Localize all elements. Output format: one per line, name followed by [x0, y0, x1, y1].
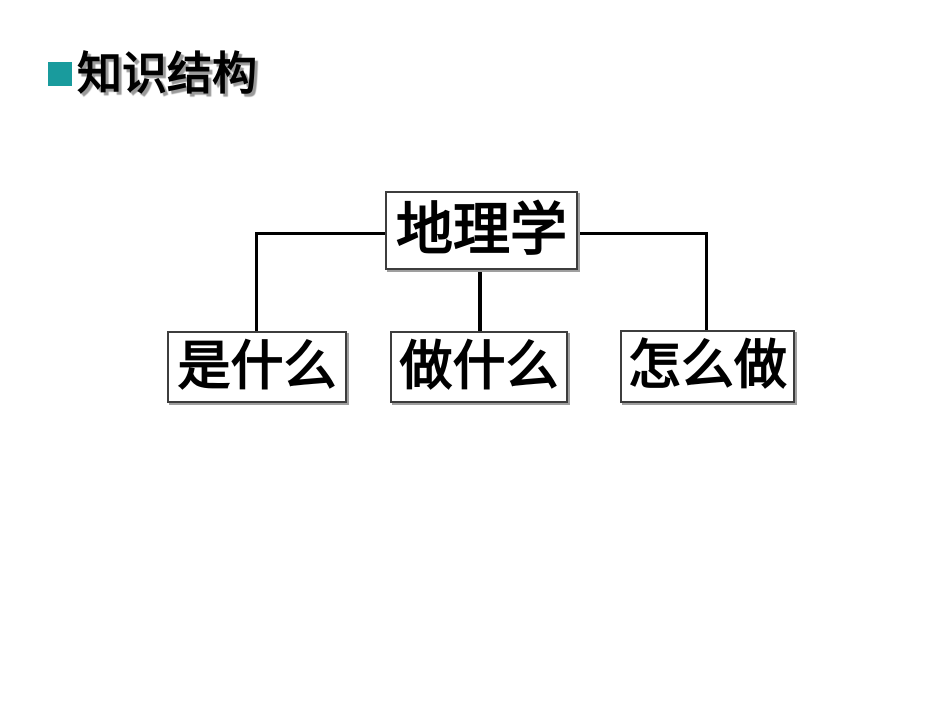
connector-root-to-left-horizontal [256, 232, 386, 235]
connector-root-to-right-horizontal [577, 232, 707, 235]
connector-root-to-middle-vertical [478, 270, 482, 332]
diagram-node-root-label: 地理学 [396, 199, 567, 262]
connector-root-to-left-vertical [255, 232, 258, 332]
diagram-node-what-it-is: 是什么 [167, 331, 347, 403]
slide-title: 知识结构 [77, 49, 258, 99]
diagram-node-how-to-do-label: 怎么做 [628, 337, 787, 395]
diagram-node-what-it-is-label: 是什么 [177, 337, 337, 396]
square-bullet-icon [48, 62, 72, 86]
diagram-node-root: 地理学 [385, 191, 578, 270]
connector-root-to-right-vertical [705, 232, 708, 331]
slide-title-row: 知识结构 [48, 47, 257, 101]
diagram-node-what-it-does: 做什么 [390, 331, 568, 403]
diagram-node-what-it-does-label: 做什么 [399, 337, 559, 396]
diagram-node-how-to-do: 怎么做 [620, 330, 795, 403]
